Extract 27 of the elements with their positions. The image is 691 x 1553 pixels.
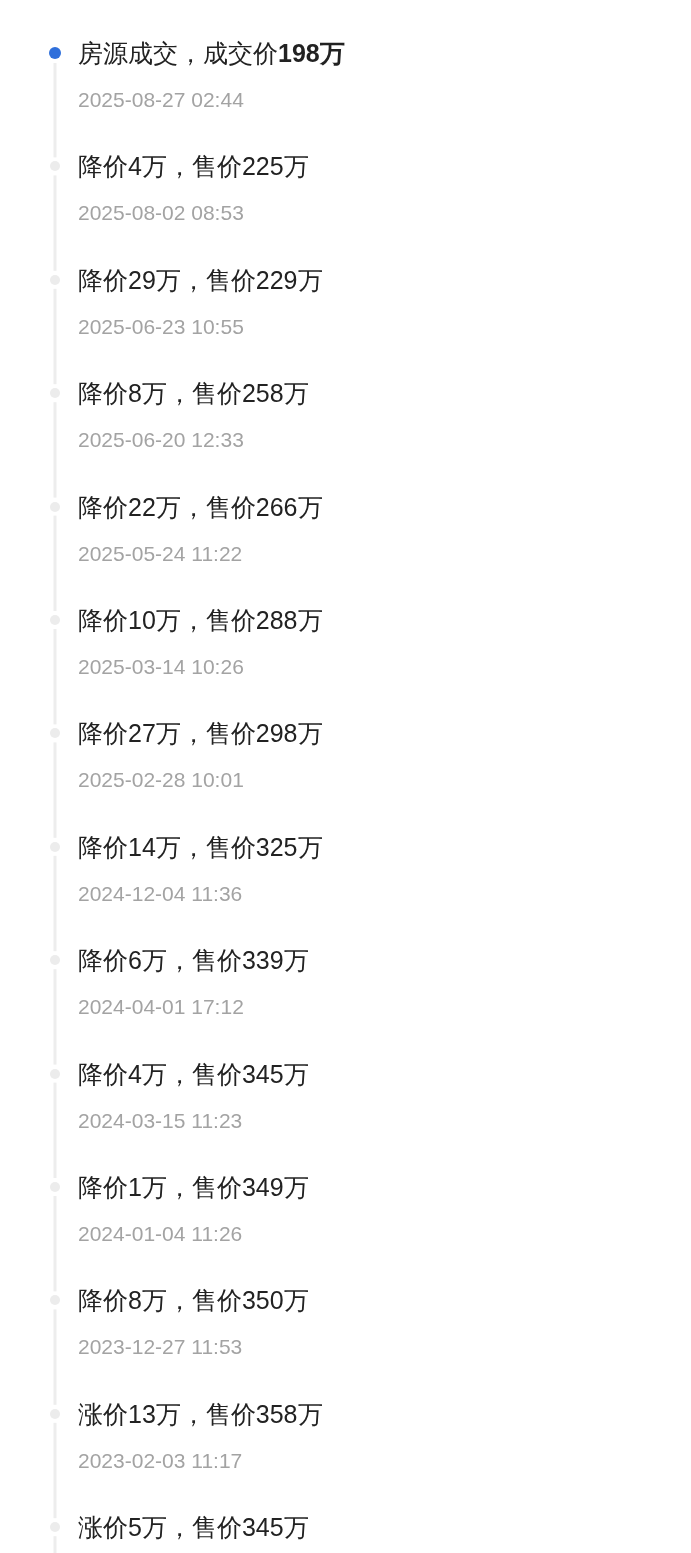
event-timestamp: 2024-04-01 17:12 — [78, 996, 244, 1018]
event-title: 房源成交，成交价198万 — [78, 41, 345, 66]
event-title: 降价6万，售价339万 — [78, 948, 309, 974]
event-title: 降价29万，售价229万 — [78, 267, 323, 293]
event-title: 降价27万，售价298万 — [78, 721, 323, 747]
event-timestamp: 2024-03-15 11:23 — [78, 1109, 243, 1131]
event-title: 降价4万，售价225万 — [78, 154, 309, 180]
event-timestamp: 2025-06-23 10:55 — [78, 315, 244, 337]
event-title: 降价22万，售价266万 — [78, 494, 323, 520]
event-title: 涨价5万，售价345万 — [78, 1515, 309, 1541]
event-title: 降价8万，售价258万 — [78, 381, 309, 407]
event-timestamp: 2025-05-24 11:22 — [78, 542, 243, 564]
event-timestamp: 2025-02-28 10:01 — [78, 769, 244, 791]
event-title: 降价1万，售价349万 — [78, 1175, 309, 1200]
event-title: 涨价13万，售价358万 — [78, 1401, 323, 1427]
event-title: 降价10万，售价288万 — [78, 608, 323, 633]
event-timestamp: 2023-12-27 11:53 — [78, 1336, 243, 1358]
event-title: 降价4万，售价345万 — [78, 1061, 309, 1087]
event-timestamp: 2024-01-04 11:26 — [78, 1223, 243, 1244]
event-timestamp: 2025-03-14 10:26 — [78, 656, 244, 677]
event-title: 降价14万，售价325万 — [78, 834, 323, 860]
event-title: 降价8万，售价350万 — [78, 1288, 309, 1314]
event-timestamp: 2023-02-03 11:17 — [78, 1449, 243, 1471]
event-timestamp: 2025-06-20 12:33 — [78, 429, 244, 451]
event-timestamp: 2024-12-04 11:36 — [78, 882, 243, 904]
event-timestamp: 2025-08-27 02:44 — [78, 89, 244, 110]
event-timestamp: 2025-08-02 08:53 — [78, 202, 244, 224]
